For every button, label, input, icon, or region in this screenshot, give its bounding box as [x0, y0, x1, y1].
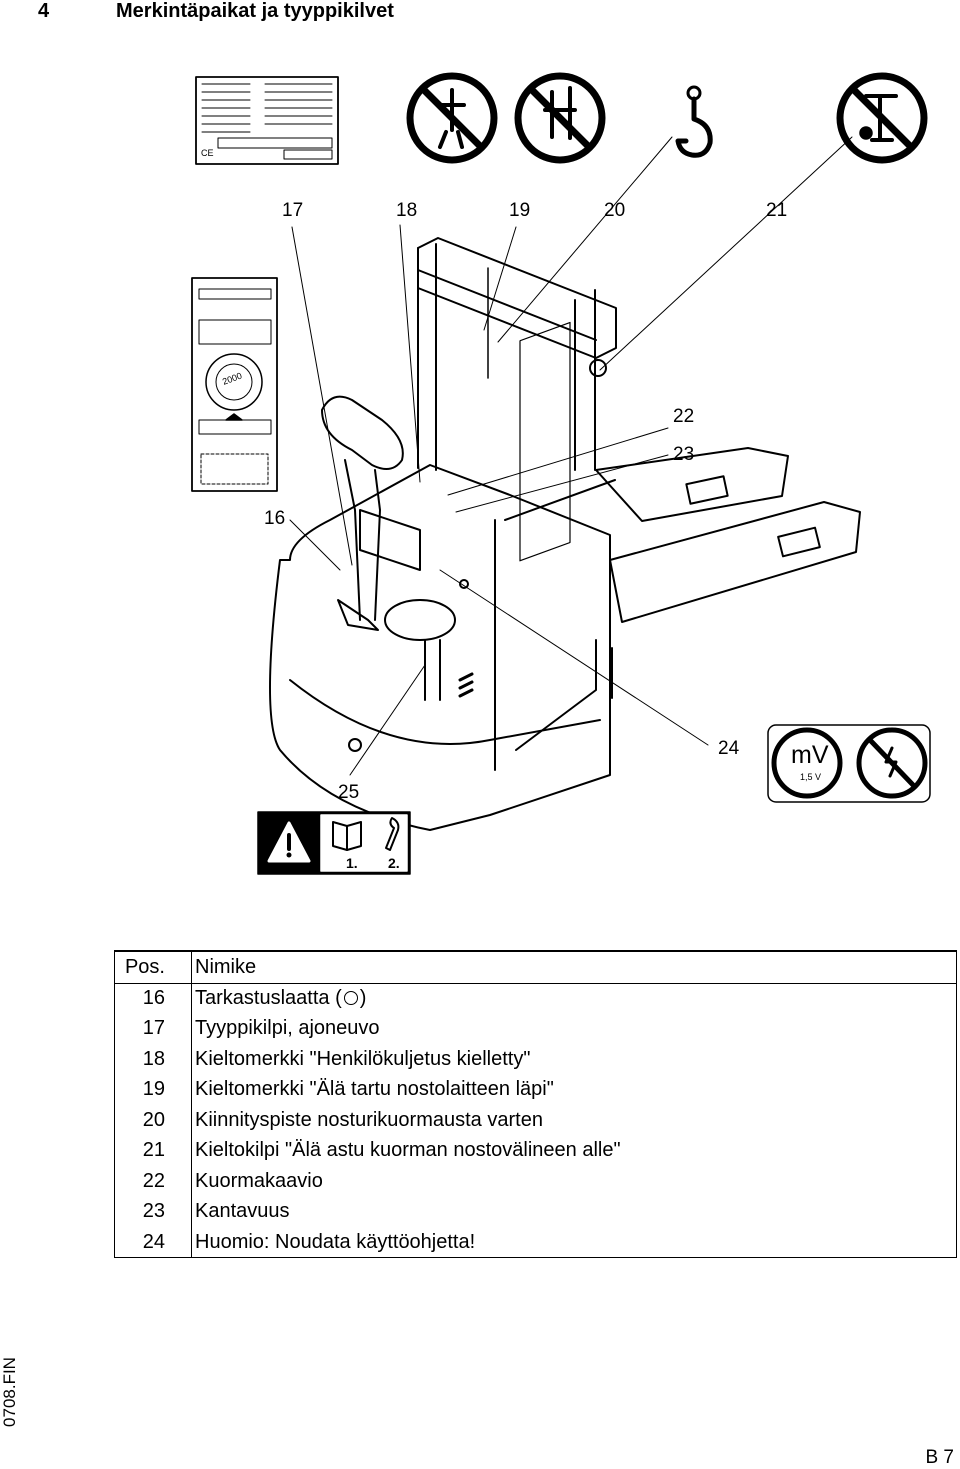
row-pos: 19	[114, 1074, 192, 1105]
voltage-label: 1,5 V	[800, 772, 821, 782]
no-reach-through-sign-icon	[514, 72, 606, 164]
row-name: Kieltokilpi "Älä astu kuorman nostovälin…	[191, 1135, 957, 1166]
row-name: Tarkastuslaatta ()	[191, 983, 957, 1014]
row-pos: 18	[114, 1044, 192, 1075]
table-row: 17 Tyyppikilpi, ajoneuvo	[114, 1013, 957, 1044]
header-name: Nimike	[191, 950, 957, 984]
inspection-plate	[191, 277, 278, 492]
table-row: 22 Kuormakaavio	[114, 1166, 957, 1197]
type-plate: CE	[195, 76, 339, 165]
no-standing-under-load-sign-icon	[836, 72, 928, 164]
callout-22: 22	[673, 406, 695, 427]
row-pos: 22	[114, 1166, 192, 1197]
row-pos: 21	[114, 1135, 192, 1166]
table-row: 19 Kieltomerkki "Älä tartu nostolaitteen…	[114, 1074, 957, 1105]
table-row: 16 Tarkastuslaatta ()	[114, 983, 957, 1014]
row-pos: 16	[114, 983, 192, 1014]
row-name: Kieltomerkki "Älä tartu nostolaitteen lä…	[191, 1074, 957, 1105]
no-riding-sign-icon	[406, 72, 498, 164]
row-name: Huomio: Noudata käyttöohjetta!	[191, 1227, 957, 1258]
row-name-part: Tarkastuslaatta (	[195, 987, 342, 1009]
row-name: Kiinnityspiste nosturikuormausta varten	[191, 1105, 957, 1136]
callout-24: 24	[718, 738, 740, 759]
callout-16: 16	[264, 508, 286, 529]
table-row: 23 Kantavuus	[114, 1196, 957, 1227]
row-pos: 23	[114, 1196, 192, 1227]
row-pos: 20	[114, 1105, 192, 1136]
document-code: 0708.FIN	[0, 1352, 20, 1432]
pallet-truck-drawing	[269, 237, 861, 831]
row-pos: 24	[114, 1227, 192, 1258]
table-header-row: Pos. Nimike	[114, 950, 957, 984]
table-row: 21 Kieltokilpi "Älä astu kuorman nostovä…	[114, 1135, 957, 1166]
table-row: 18 Kieltomerkki "Henkilökuljetus kiellet…	[114, 1044, 957, 1075]
callout-23: 23	[673, 444, 695, 465]
callout-25: 25	[338, 782, 360, 803]
svg-text:CE: CE	[201, 148, 214, 158]
row-name-part: )	[359, 987, 367, 1009]
row-name: Kuormakaavio	[191, 1166, 957, 1197]
row-name: Tyyppikilpi, ajoneuvo	[191, 1013, 957, 1044]
document-code-text: 0708.FIN	[0, 1357, 19, 1427]
mv-label: mV	[791, 741, 829, 769]
callout-17: 17	[282, 200, 304, 221]
row-name: Kieltomerkki "Henkilökuljetus kielletty"	[191, 1044, 957, 1075]
step-1-label: 1.	[346, 855, 358, 871]
voltage-warning-plate	[767, 724, 931, 803]
page-number: B 7	[925, 1447, 954, 1468]
callout-19: 19	[509, 200, 531, 221]
callout-20: 20	[604, 200, 626, 221]
callout-21: 21	[766, 200, 788, 221]
table-row: 24 Huomio: Noudata käyttöohjetta!	[114, 1227, 957, 1258]
crane-hook-icon	[675, 85, 713, 158]
inspection-circle-icon	[343, 991, 358, 1005]
truck-figure: CE	[191, 72, 931, 875]
row-pos: 17	[114, 1013, 192, 1044]
step-2-label: 2.	[388, 855, 400, 871]
inspection-year: 2000	[221, 371, 243, 387]
section-title: Merkintäpaikat ja tyyppikilvet	[116, 0, 394, 22]
section-number: 4	[38, 0, 50, 22]
callout-18: 18	[396, 200, 418, 221]
row-name: Kantavuus	[191, 1196, 957, 1227]
header-pos: Pos.	[114, 950, 192, 984]
position-table: Pos. Nimike 16 Tarkastuslaatta () 17 Tyy…	[114, 950, 957, 1258]
instruction-label	[257, 811, 411, 875]
table-row: 20 Kiinnityspiste nosturikuormausta vart…	[114, 1105, 957, 1136]
